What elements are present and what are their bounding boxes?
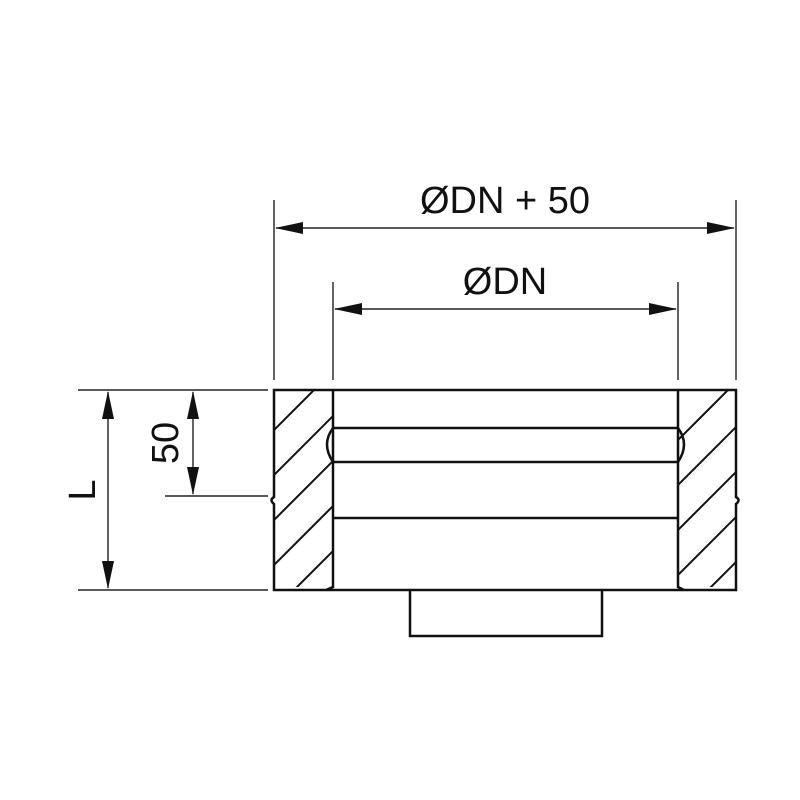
outer-contour <box>270 388 740 592</box>
inner-arrow-left <box>334 303 362 315</box>
bottom-spigot <box>408 590 604 638</box>
part-section <box>270 388 740 638</box>
depth-arrow-bottom <box>187 467 199 495</box>
depth-arrow-top <box>187 391 199 419</box>
length-dimension: L <box>62 389 268 591</box>
inner-diameter-dimension: ØDN <box>332 261 679 380</box>
outer-diameter-dimension: ØDN + 50 <box>273 180 737 380</box>
outer-arrow-right <box>707 222 735 234</box>
left-wall-inner <box>325 390 335 592</box>
left-wall-hatch <box>274 390 333 587</box>
inner-diameter-label: ØDN <box>463 261 547 303</box>
inner-arrow-right <box>649 303 677 315</box>
outer-diameter-label: ØDN + 50 <box>420 180 590 222</box>
seal-groove <box>325 426 686 464</box>
socket-depth-dimension: 50 <box>145 389 268 497</box>
right-wall-hatch <box>678 390 736 587</box>
outer-arrow-left <box>275 222 303 234</box>
length-arrow-bottom <box>102 561 114 589</box>
right-wall-inner <box>676 390 685 592</box>
socket-depth-label: 50 <box>145 422 187 464</box>
length-label: L <box>62 479 104 500</box>
length-arrow-top <box>102 391 114 419</box>
